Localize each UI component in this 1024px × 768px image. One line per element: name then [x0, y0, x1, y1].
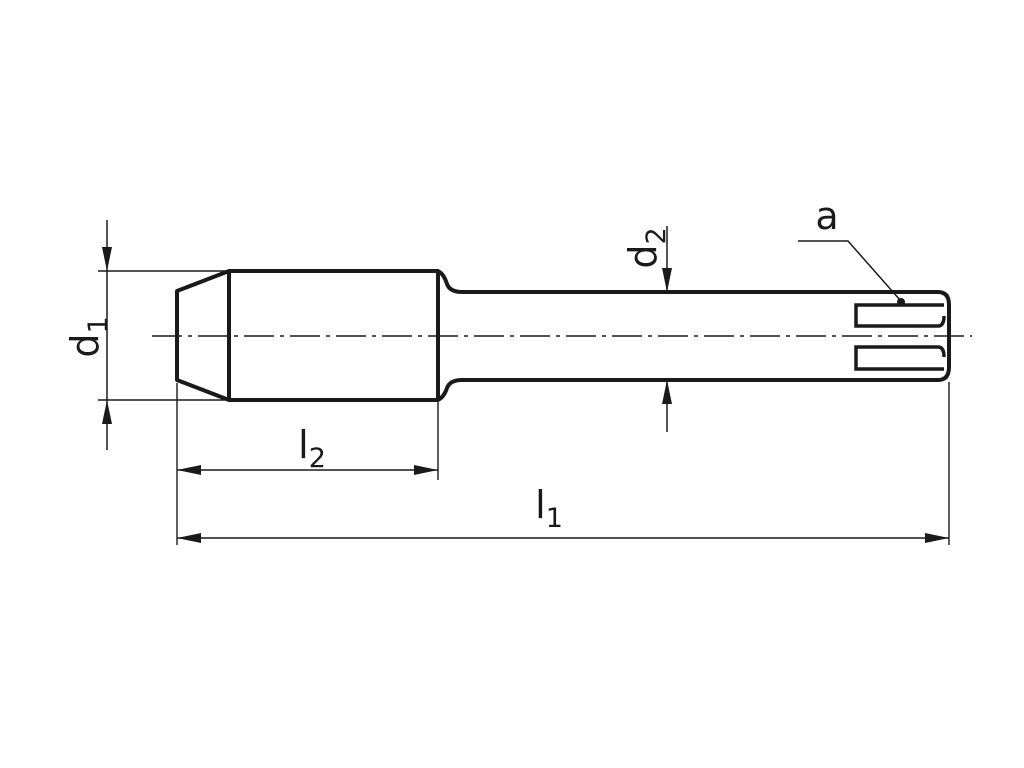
leader-a-line [798, 240, 901, 301]
tap-body-profile [175, 269, 951, 402]
label-d2: d2 [621, 227, 672, 268]
square-drive-slot [854, 303, 946, 371]
slot-lower [854, 345, 946, 371]
label-a: a [815, 194, 838, 238]
label-d1: d1 [63, 316, 114, 357]
label-l1: l1 [535, 483, 563, 534]
leader-a-dot [897, 298, 905, 306]
extension-lines [98, 270, 950, 545]
slot-upper [854, 303, 946, 328]
leader-a [798, 240, 901, 301]
label-l2: l2 [298, 423, 326, 474]
